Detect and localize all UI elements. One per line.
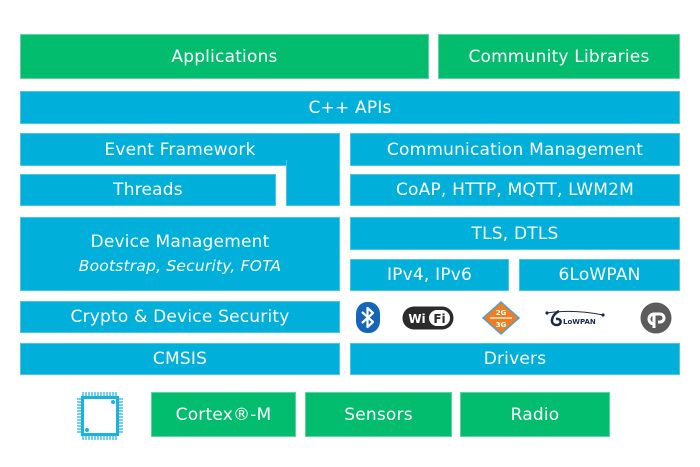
threads-label: Threads (113, 180, 183, 200)
communication-management-label: Communication Management (386, 139, 644, 160)
wifi-icon: Wi Fi (402, 306, 454, 330)
community-libraries-block: Community Libraries (438, 34, 680, 79)
cellular-2g-3g-icon: 2G 3G (482, 301, 520, 335)
cmsis-label: CMSIS (152, 349, 208, 369)
wifi-text-wi: Wi (408, 312, 425, 326)
device-management-block: Device Management Bootstrap, Security, F… (20, 217, 340, 291)
tls-label: TLS, DTLS (471, 223, 559, 244)
device-management-sublabel: Bootstrap, Security, FOTA (78, 257, 282, 275)
communication-management-block: Communication Management (350, 133, 680, 166)
event-framework-block: Event Framework (20, 133, 340, 166)
cortex-m-label: Cortex®-M (175, 404, 272, 425)
community-libraries-label: Community Libraries (468, 46, 650, 67)
6lowpan-label: 6LoWPAN (558, 265, 641, 285)
microcontroller-chip-icon (77, 392, 123, 440)
threads-block: Threads (20, 174, 276, 206)
thread-logo-icon (640, 302, 672, 334)
wifi-text-fi: Fi (433, 312, 445, 326)
tls-block: TLS, DTLS (350, 217, 680, 250)
cell-3g-text: 3G (496, 321, 507, 329)
ip-label: IPv4, IPv6 (386, 265, 473, 285)
sensors-label: Sensors (344, 404, 413, 425)
ip-block: IPv4, IPv6 (350, 259, 509, 291)
lowpan-text: LoWPAN (563, 318, 596, 326)
cortex-m-block: Cortex®-M (151, 392, 296, 437)
cpp-apis-label: C++ APIs (308, 97, 392, 118)
radio-label: Radio (510, 404, 560, 425)
drivers-label: Drivers (483, 349, 547, 369)
bluetooth-icon (356, 302, 380, 333)
6lowpan-block: 6LoWPAN (519, 259, 680, 291)
protocols-block: CoAP, HTTP, MQTT, LWM2M (350, 174, 680, 206)
event-framework-label: Event Framework (104, 139, 256, 160)
applications-block: Applications (20, 34, 429, 79)
applications-label: Applications (171, 46, 278, 67)
protocols-label: CoAP, HTTP, MQTT, LWM2M (395, 180, 635, 200)
crypto-block: Crypto & Device Security (20, 301, 340, 333)
crypto-label: Crypto & Device Security (70, 307, 290, 327)
cell-2g-text: 2G (496, 309, 507, 317)
6lowpan-logo-icon: LoWPAN (545, 309, 605, 327)
sensors-block: Sensors (305, 392, 452, 437)
event-framework-extension (286, 160, 340, 206)
device-management-label: Device Management (90, 232, 270, 252)
drivers-block: Drivers (350, 343, 680, 375)
cmsis-block: CMSIS (20, 343, 340, 375)
cpp-apis-block: C++ APIs (20, 91, 680, 124)
radio-block: Radio (460, 392, 610, 437)
